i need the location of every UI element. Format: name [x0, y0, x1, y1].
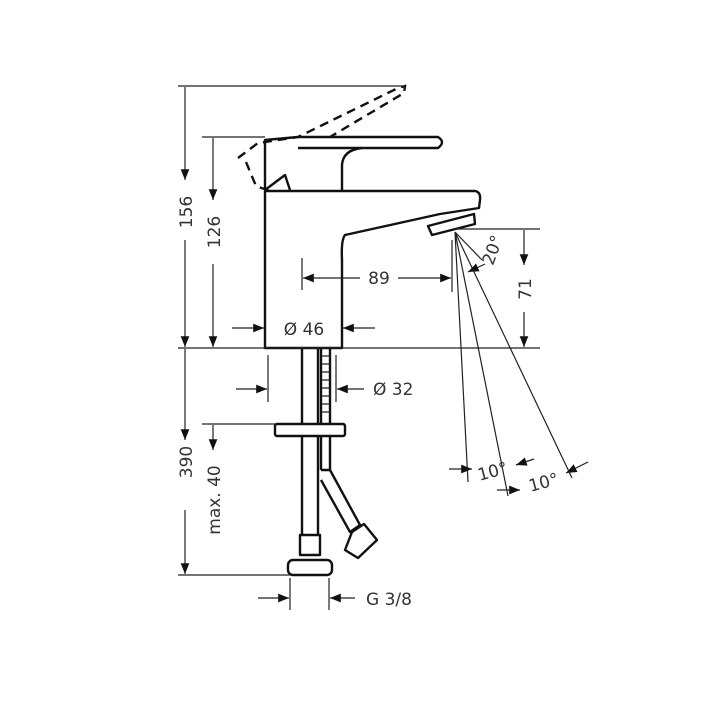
hose-nut	[286, 558, 334, 577]
lever	[263, 135, 444, 190]
faucet-body	[237, 84, 482, 577]
lever-raised-dashed-base	[244, 161, 271, 193]
spout-body	[263, 189, 482, 350]
dim-diameter-32: Ø 32	[373, 380, 413, 400]
aerator	[426, 212, 477, 237]
dimension-lines	[180, 87, 589, 603]
hose-angled	[319, 468, 362, 534]
dim-71: 71	[516, 278, 536, 300]
dim-diameter-46: Ø 46	[284, 320, 324, 340]
mounting-plate	[273, 422, 347, 438]
dim-angle-10-b: 10°	[527, 470, 561, 497]
lever-joint	[264, 173, 292, 191]
shank-pipes	[300, 349, 332, 424]
hose-nut-angled	[343, 522, 379, 560]
lower-pipes	[300, 436, 332, 535]
dim-angle-20: 20°	[479, 233, 508, 268]
dim-89: 89	[368, 269, 390, 289]
spray-lines	[454, 231, 573, 497]
dim-156: 156	[177, 196, 197, 228]
dim-126: 126	[205, 216, 225, 248]
extension-lines	[178, 85, 573, 610]
dim-max-40: max. 40	[205, 465, 225, 534]
dim-390: 390	[177, 446, 197, 478]
dim-thread-g38: G 3/8	[366, 590, 412, 610]
threaded-rod	[321, 355, 330, 413]
hose-fitting	[298, 533, 322, 557]
